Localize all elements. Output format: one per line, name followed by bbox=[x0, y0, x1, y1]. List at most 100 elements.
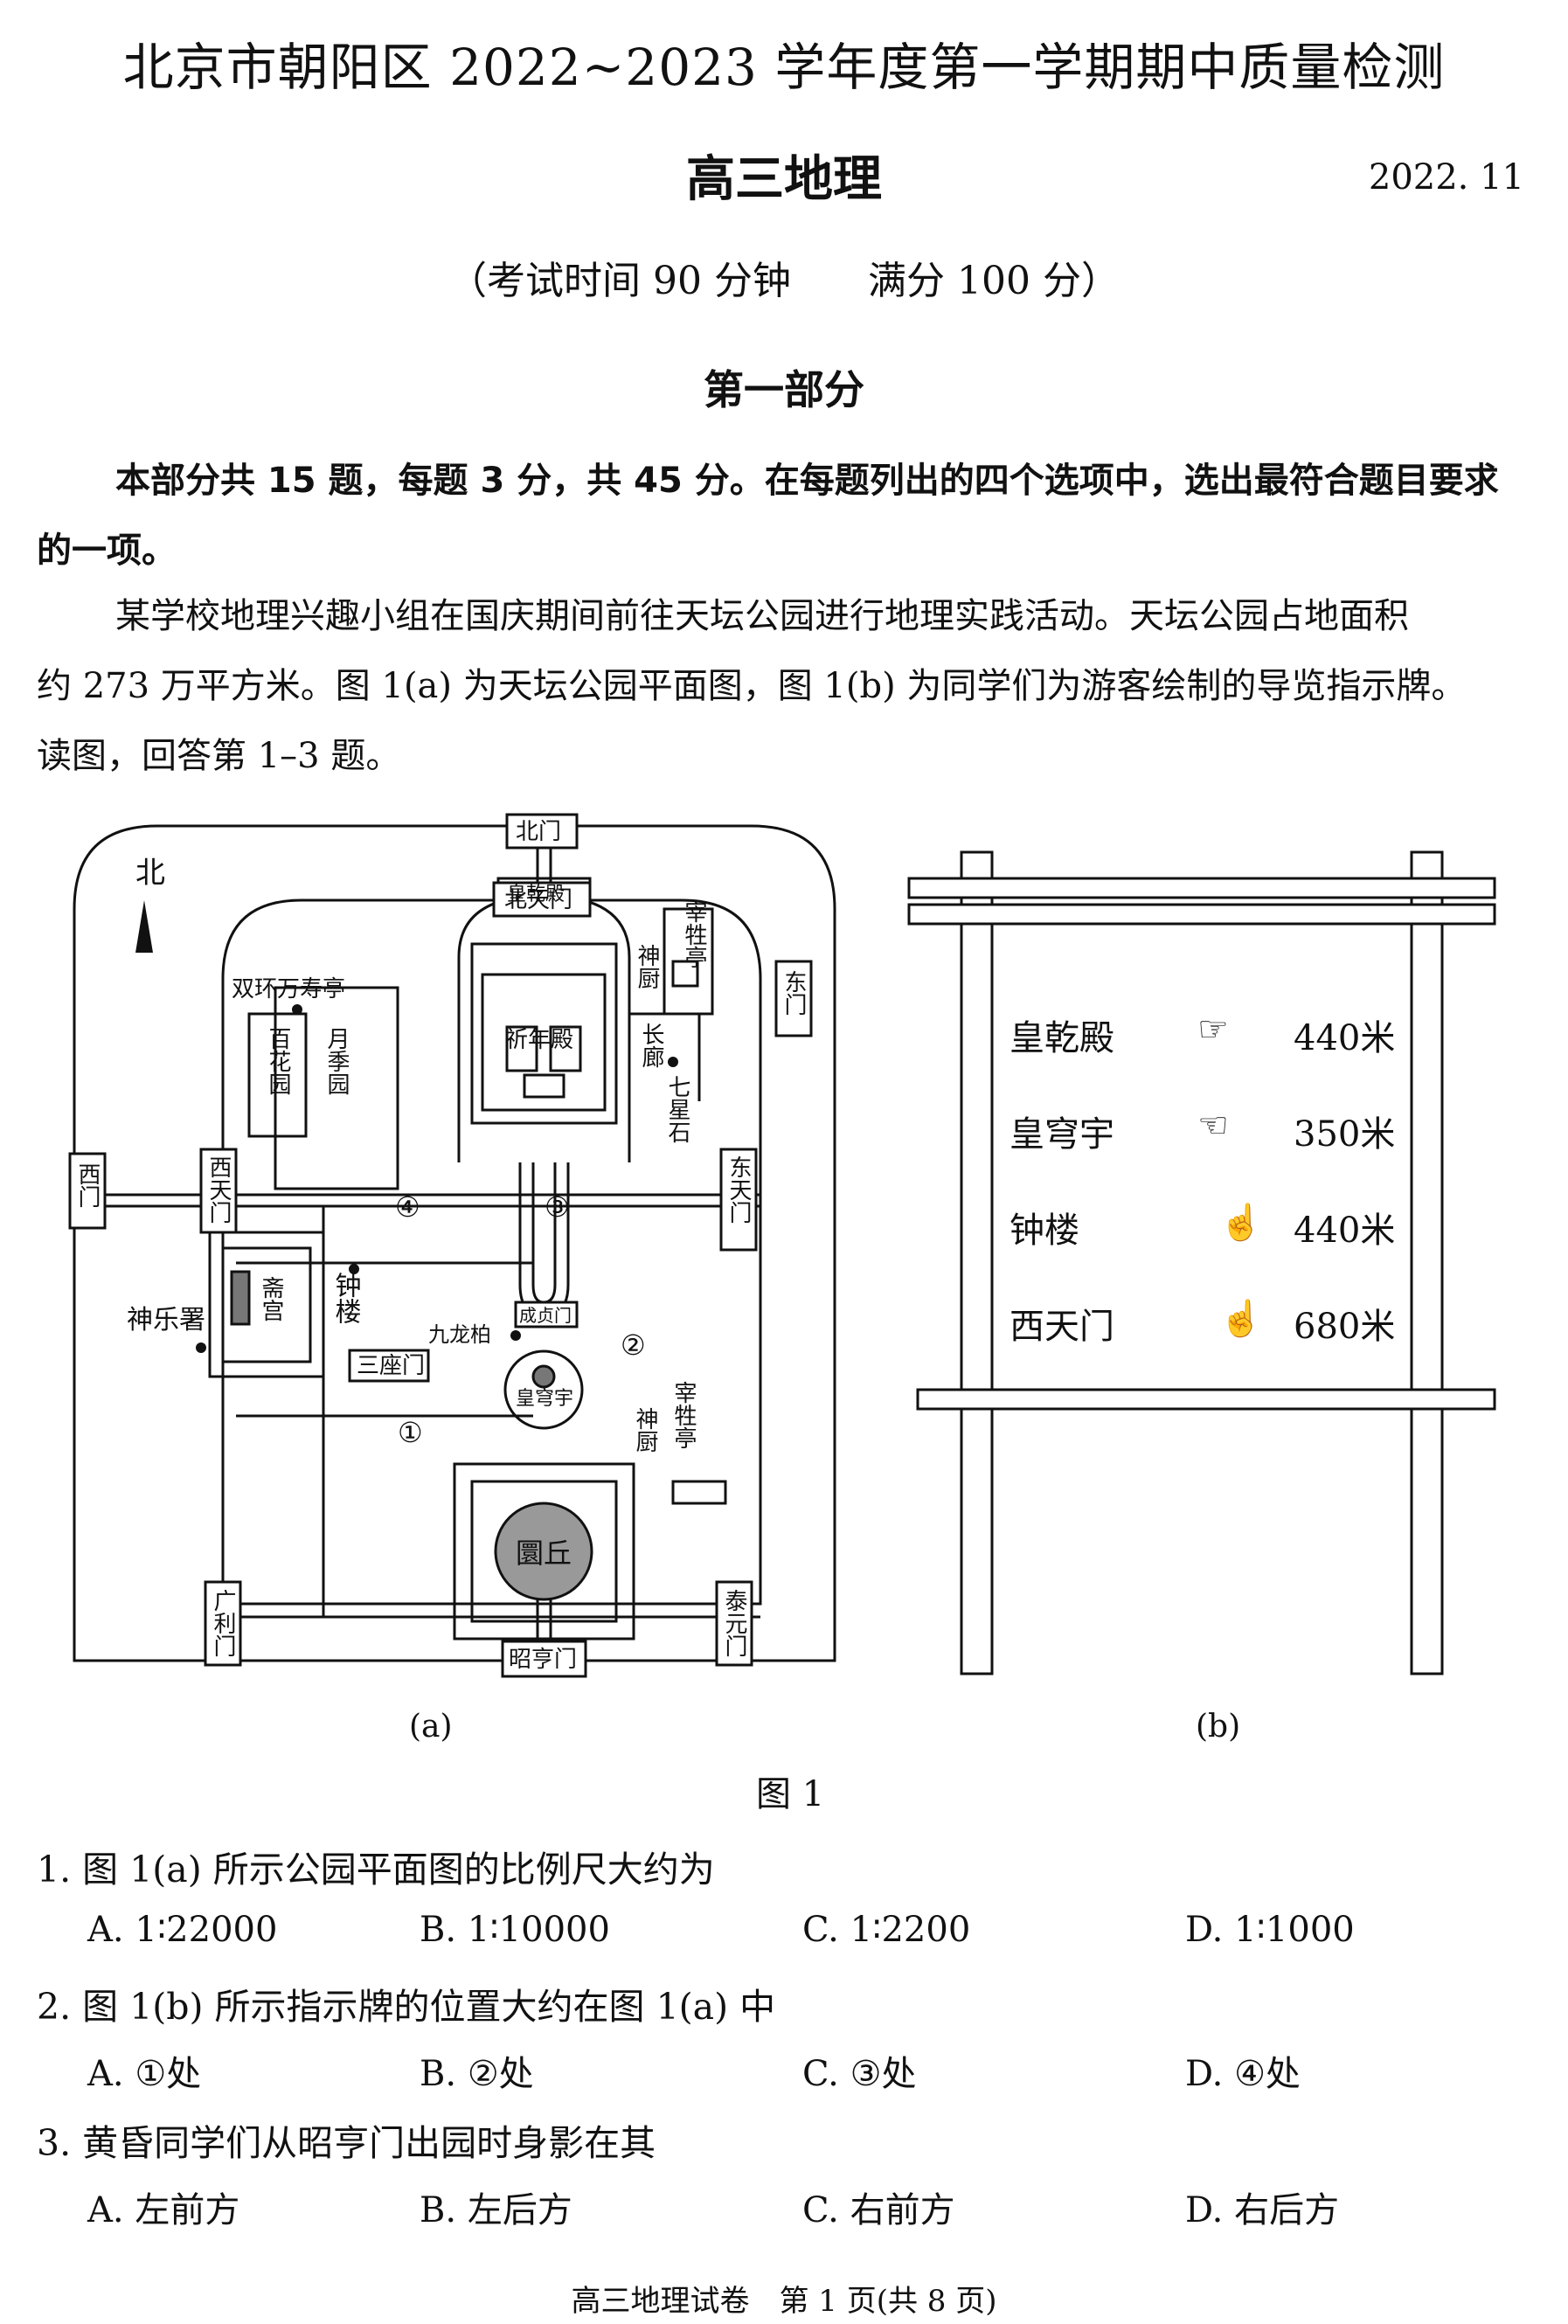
intro-line2: 约 273 万平方米。图 1(a) 为天坛公园平面图，图 1(b) 为同学们为游… bbox=[37, 666, 1467, 706]
intro-line3: 读图，回答第 1–3 题。 bbox=[37, 736, 401, 776]
marker-4: ④ bbox=[395, 1190, 420, 1224]
q1-option-d[interactable]: D. 1∶1000 bbox=[1185, 1910, 1355, 1950]
hand-pointing-right-icon: ☞ bbox=[1197, 1009, 1229, 1050]
question-stem: 黄昏同学们从昭亨门出园时身影在其 bbox=[82, 2122, 656, 2164]
north-arrow-icon bbox=[135, 900, 153, 953]
huangqian-label: 皇乾殿 bbox=[507, 884, 565, 905]
hand-pointing-up-icon: ☝ bbox=[1219, 1299, 1263, 1339]
marker-3: ③ bbox=[545, 1190, 570, 1224]
sign-place: 钟楼 bbox=[1009, 1211, 1079, 1251]
question-number: 2. bbox=[37, 1986, 72, 2028]
west-heaven-gate-label: 西天门 bbox=[205, 1155, 232, 1224]
q1-option-b[interactable]: B. 1∶10000 bbox=[420, 1910, 610, 1950]
sign-place: 西天门 bbox=[1009, 1307, 1114, 1347]
north-label: 北 bbox=[135, 856, 165, 891]
q2-option-d[interactable]: D. ④处 bbox=[1185, 2054, 1301, 2094]
subject-title: 高三地理 bbox=[686, 151, 882, 208]
zhaoheng-gate-box bbox=[501, 1640, 587, 1678]
qixingshi-dot bbox=[668, 1057, 678, 1067]
qinian-label: 祈年殿 bbox=[505, 1027, 573, 1053]
east-heaven-gate-box bbox=[719, 1148, 758, 1252]
sign-distance: 440米 bbox=[1294, 1018, 1396, 1058]
q3-option-d[interactable]: D. 右后方 bbox=[1185, 2190, 1340, 2230]
sign-place: 皇穹宇 bbox=[1009, 1114, 1114, 1155]
guide-sign bbox=[907, 850, 1496, 1675]
question-3: 3. 黄昏同学们从昭亨门出园时身影在其 bbox=[37, 2113, 656, 2166]
question-2: 2. 图 1(b) 所示指示牌的位置大约在图 1(a) 中 bbox=[37, 1977, 775, 2029]
figure-b-label: (b) bbox=[1196, 1709, 1241, 1745]
q2-option-b[interactable]: B. ②处 bbox=[420, 2054, 534, 2094]
hand-pointing-left-icon: ☜ bbox=[1197, 1106, 1229, 1146]
east-heaven-gate-label: 东天门 bbox=[725, 1155, 752, 1224]
shenchu-bottom-label: 神厨 bbox=[632, 1407, 658, 1453]
north-gate-label: 北门 bbox=[516, 819, 561, 845]
east-gate-box bbox=[774, 960, 813, 1037]
q2-option-a[interactable]: A. ①处 bbox=[87, 2054, 202, 2094]
taiyuan-gate-box bbox=[715, 1580, 753, 1667]
sign-distance: 680米 bbox=[1294, 1307, 1396, 1347]
zaisheng-top-label: 宰牲亭 bbox=[681, 900, 707, 968]
q3-option-b[interactable]: B. 左后方 bbox=[420, 2190, 572, 2230]
shenyueshu-label: 神乐署 bbox=[127, 1305, 205, 1335]
page-footer: 高三地理试卷 第 1 页(共 8 页) bbox=[571, 2284, 997, 2319]
jiulongbai-dot bbox=[510, 1330, 521, 1341]
chengzhen-label: 成贞门 bbox=[519, 1305, 572, 1326]
q3-option-a[interactable]: A. 左前方 bbox=[87, 2190, 240, 2230]
jiulongbai-label: 九龙柏 bbox=[428, 1322, 491, 1347]
zhaigong-label: 斋宫 bbox=[258, 1276, 284, 1322]
q1-option-c[interactable]: C. 1∶2200 bbox=[802, 1910, 971, 1950]
zhonglou-label: 钟楼 bbox=[330, 1272, 362, 1324]
q3-option-c[interactable]: C. 右前方 bbox=[802, 2190, 955, 2230]
marker-2: ② bbox=[621, 1328, 646, 1362]
west-gate-box bbox=[68, 1152, 107, 1230]
figure-caption: 图 1 bbox=[756, 1774, 825, 1814]
baihua-label: 百花园 bbox=[265, 1027, 291, 1095]
sanzuo-gate-box bbox=[348, 1349, 430, 1383]
guangli-label: 广利门 bbox=[210, 1589, 236, 1657]
marker-1: ① bbox=[398, 1416, 423, 1449]
question-number: 3. bbox=[37, 2122, 72, 2164]
shenchu-top-label: 神厨 bbox=[634, 944, 660, 989]
q2-option-c[interactable]: C. ③处 bbox=[802, 2054, 917, 2094]
west-heaven-gate-box bbox=[199, 1148, 238, 1234]
sign-distance: 440米 bbox=[1294, 1211, 1396, 1251]
q1-option-a[interactable]: A. 1∶22000 bbox=[87, 1910, 278, 1950]
west-gate-label: 西门 bbox=[74, 1162, 101, 1208]
zhaoheng-label: 昭亨门 bbox=[509, 1647, 577, 1673]
qixingshi-label: 七星石 bbox=[664, 1075, 690, 1143]
question-stem: 图 1(a) 所示公园平面图的比例尺大约为 bbox=[82, 1849, 715, 1890]
section-instructions-line1: 本部分共 15 题，每题 3 分，共 45 分。在每题列出的四个选项中，选出最符… bbox=[115, 461, 1499, 501]
sanzuo-label: 三座门 bbox=[357, 1353, 425, 1379]
zhonglou-dot bbox=[349, 1264, 359, 1274]
exam-title: 北京市朝阳区 2022~2023 学年度第一学期期中质量检测 bbox=[122, 38, 1446, 97]
section-title: 第一部分 bbox=[704, 366, 864, 413]
yueji-label: 月季园 bbox=[323, 1027, 350, 1095]
question-number: 1. bbox=[37, 1849, 72, 1890]
guangli-gate-box bbox=[204, 1580, 242, 1667]
zaisheng-bottom-label: 宰牲亭 bbox=[670, 1381, 697, 1449]
shuanghuan-dot bbox=[292, 1004, 302, 1015]
huangqiong-label: 皇穹宇 bbox=[516, 1388, 573, 1410]
sign-row-3: 西天门 bbox=[1009, 1298, 1114, 1349]
shuanghuan-label: 双环万寿亭 bbox=[232, 976, 345, 1002]
park-map: 北 北门 北天门 神厨 宰牲亭 东门 皇乾殿 祈年殿 长廊 七星石 双环万寿亭 … bbox=[68, 813, 836, 1678]
changlang-label: 长廊 bbox=[638, 1023, 664, 1068]
sign-row-0: 皇乾殿 bbox=[1009, 1009, 1114, 1060]
exam-date: 2022. 11 bbox=[1368, 157, 1524, 198]
figure-a-label: (a) bbox=[409, 1709, 453, 1745]
north-heaven-gate-box bbox=[492, 881, 592, 918]
question-stem: 图 1(b) 所示指示牌的位置大约在图 1(a) 中 bbox=[82, 1986, 776, 2028]
north-gate-box bbox=[505, 813, 579, 850]
chengzhen-gate-box bbox=[514, 1301, 579, 1328]
section-instructions-line2: 的一项。 bbox=[37, 531, 177, 571]
sign-place: 皇乾殿 bbox=[1009, 1018, 1114, 1058]
question-1: 1. 图 1(a) 所示公园平面图的比例尺大约为 bbox=[37, 1840, 715, 1892]
sign-row-2: 钟楼 bbox=[1009, 1202, 1079, 1252]
intro-line1: 某学校地理兴趣小组在国庆期间前往天坛公园进行地理实践活动。天坛公园占地面积 bbox=[115, 596, 1409, 636]
sign-row-1: 皇穹宇 bbox=[1009, 1106, 1114, 1156]
yuanqiu-label: 圜丘 bbox=[516, 1537, 572, 1570]
shenyueshu-dot bbox=[196, 1342, 206, 1353]
sign-distance: 350米 bbox=[1294, 1114, 1396, 1155]
east-gate-label: 东门 bbox=[781, 970, 807, 1016]
taiyuan-label: 泰元门 bbox=[721, 1589, 747, 1657]
